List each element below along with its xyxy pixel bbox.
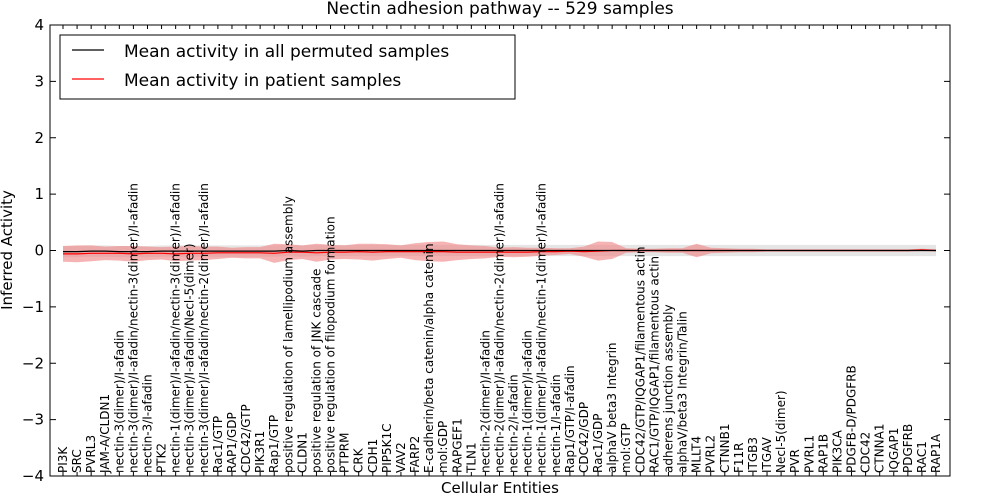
x-tick-label: positive regulation of lamellipodium ass… xyxy=(281,196,295,473)
x-tick-label: Necl-5(dimer) xyxy=(774,390,788,473)
x-tick-label: nectin-3(dimer)/I-afadin xyxy=(112,330,126,473)
x-tick-label: Rac1/GTP xyxy=(211,416,225,473)
legend: Mean activity in all permuted samples Me… xyxy=(59,34,516,100)
x-tick-label: PDGFRB xyxy=(901,424,915,473)
x-tick-label: PVRL1 xyxy=(802,435,816,473)
x-tick-label: RAPGEF1 xyxy=(450,418,464,473)
x-tick-label: RAP1A xyxy=(929,433,943,473)
x-tick-label: Rap1/GTP/I-afadin xyxy=(563,365,577,473)
x-tick-label: CDC42/GDP xyxy=(577,402,591,473)
x-tick-label: CDC42 xyxy=(859,432,873,473)
line-permuted xyxy=(63,249,936,253)
x-tick-label: alphaV beta3 Integrin xyxy=(605,342,619,473)
x-tick-label: nectin-1(dimer)/I-afadin/nectin-3(dimer)… xyxy=(169,183,183,473)
y-tick-label: 3 xyxy=(34,72,44,90)
x-tick-label: RAP1/GDP xyxy=(225,412,239,473)
x-tick-label: PI3K xyxy=(56,446,70,473)
x-tick-label: PIP5K1C xyxy=(380,423,394,473)
x-tick-label: CDC42/GTP/IQGAP1/filamentous actin xyxy=(633,247,647,473)
x-tick-label: nectin-3(dimer)/I-afadin/nectin-2(dimer)… xyxy=(197,183,211,473)
x-tick-label: F11R xyxy=(732,442,746,473)
chart-title: Nectin adhesion pathway -- 529 samples xyxy=(326,0,673,19)
x-tick-label: nectin-1/I-afadin xyxy=(549,374,563,473)
x-tick-label: PVRL2 xyxy=(704,435,718,473)
x-tick-label: IQGAP1 xyxy=(887,428,901,473)
x-tick-label: PVRL3 xyxy=(84,435,98,473)
x-tick-label: adherens junction assembly xyxy=(662,304,676,473)
x-tick-label: FARP2 xyxy=(408,436,422,473)
y-tick-label: −1 xyxy=(22,298,44,316)
x-tick-label: ITGB3 xyxy=(746,437,760,473)
x-tick-label: nectin-3/I-afadin xyxy=(141,374,155,473)
x-tick-label: mol:GDP xyxy=(436,421,450,473)
y-tick-label: 2 xyxy=(34,129,44,147)
x-tick-label: RAP1B xyxy=(816,434,830,473)
x-tick-label: nectin-1(dimer)/I-afadin/nectin-1(dimer)… xyxy=(535,183,549,473)
x-tick-label: nectin-1(dimer)/I-afadin xyxy=(521,330,535,473)
x-tick-label: nectin-2/I-afadin xyxy=(507,374,521,473)
x-tick-label: alphaV/beta3 Integrin/Talin xyxy=(676,311,690,473)
y-tick-label: −2 xyxy=(22,354,44,372)
x-tick-label: CTNNB1 xyxy=(718,423,732,473)
x-tick-label: positive regulation of JNK cascade xyxy=(310,269,324,473)
x-tick-label: RAC1/GTP/IQGAP1/filamentous actin xyxy=(647,256,661,473)
y-tick-label: −3 xyxy=(22,411,44,429)
x-tick-label: nectin-3(dimer)/I-afadin/Necl-5(dimer) xyxy=(183,243,197,473)
plot-frame xyxy=(49,24,951,477)
x-tick-label: CDC42/GTP xyxy=(239,404,253,473)
x-tick-label: RAC1 xyxy=(915,441,929,473)
y-tick-label: 1 xyxy=(34,185,44,203)
y-tick-label: 0 xyxy=(34,242,44,260)
x-tick-label: TLN1 xyxy=(464,442,478,474)
x-tick-label: positive regulation of filopodium format… xyxy=(324,216,338,473)
x-tick-label: PTPRM xyxy=(338,433,352,474)
x-tick-label: Rap1/GTP xyxy=(267,415,281,473)
legend-label-permuted: Mean activity in all permuted samples xyxy=(124,42,449,62)
x-tick-label: mol:GTP xyxy=(619,423,633,473)
legend-box xyxy=(59,34,516,100)
y-tick-label: 4 xyxy=(34,16,44,34)
x-tick-label: Rac1/GDP xyxy=(591,414,605,473)
x-axis-label: Cellular Entities xyxy=(441,479,559,497)
x-tick-label: SRC xyxy=(70,449,84,473)
legend-label-patient: Mean activity in patient samples xyxy=(124,71,401,91)
x-tick-label: nectin-2(dimer)/I-afadin xyxy=(478,330,492,473)
x-tick-label: JAM-A/CLDN1 xyxy=(98,394,112,474)
x-tick-label: PIK3CA xyxy=(830,429,844,473)
x-tick-label: MLLT4 xyxy=(690,436,704,473)
x-tick-label: CRK xyxy=(352,447,366,473)
x-tick-label: CLDN1 xyxy=(295,432,309,473)
y-tick-label: −4 xyxy=(22,467,44,485)
y-axis-label: Inferred Activity xyxy=(0,190,16,310)
series-lines xyxy=(63,249,937,255)
x-tick-label: nectin-3(dimer)/I-afadin/nectin-3(dimer)… xyxy=(126,183,140,473)
x-tick-label: PVR xyxy=(788,449,802,473)
x-tick-label: CTNNA1 xyxy=(873,423,887,473)
x-tick-label: CDH1 xyxy=(366,439,380,473)
x-tick-label: VAV2 xyxy=(394,442,408,473)
x-tick-label: ITGAV xyxy=(760,436,774,473)
x-tick-label: PDGFB-D/PDGFRB xyxy=(845,365,859,473)
x-tick-label: PIK3R1 xyxy=(253,431,267,473)
x-tick-label: nectin-2(dimer)/I-afadin/nectin-2(dimer)… xyxy=(493,183,507,473)
y-axis: −4 −3 −2 −1 0 1 2 3 4 xyxy=(22,16,950,485)
x-tick-label: E-cadherin/beta catenin/alpha catenin xyxy=(422,243,436,473)
x-tick-label: PTK2 xyxy=(155,443,169,473)
